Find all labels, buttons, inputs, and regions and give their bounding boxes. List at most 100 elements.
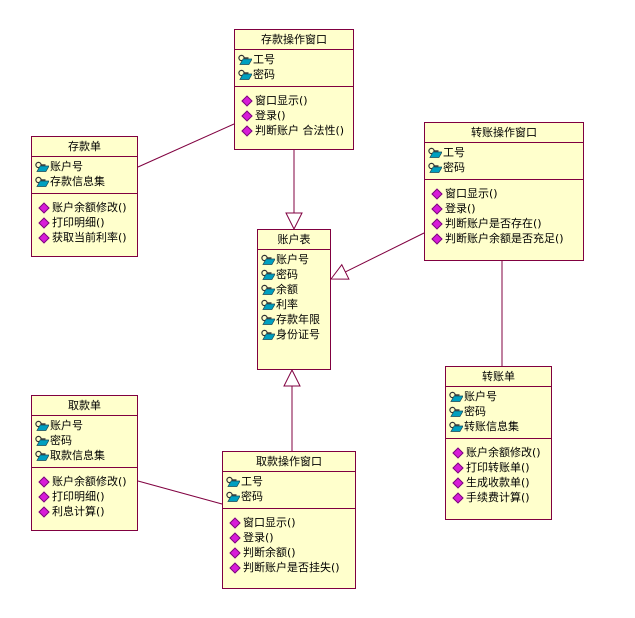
attribute-label: 密码 — [50, 434, 72, 447]
operation-row: 判断账户是否挂失() — [229, 560, 355, 575]
operation-label: 判断账户是否挂失() — [243, 561, 340, 574]
operation-label: 窗口显示() — [243, 516, 296, 529]
operation-label: 获取当前利率() — [52, 231, 127, 244]
key-attribute-icon — [35, 420, 50, 431]
association-line — [137, 123, 235, 168]
attribute-compartment: 账户号密码余额利率存款年限身份证号 — [258, 250, 330, 346]
operation-diamond-icon — [431, 232, 443, 245]
attribute-row: 工号 — [226, 474, 355, 489]
attribute-row: 利率 — [261, 297, 330, 312]
attribute-row: 密码 — [428, 160, 583, 175]
operation-row: 判断账户是否存在() — [431, 216, 583, 231]
operation-label: 打印转账单() — [466, 461, 530, 474]
class-name: 取款单 — [32, 396, 137, 416]
operation-row: 登录() — [431, 201, 583, 216]
operation-diamond-icon — [38, 216, 50, 229]
operation-row: 判断账户余额是否充足() — [431, 231, 583, 246]
operation-diamond-icon — [452, 446, 464, 459]
class-name: 取款操作窗口 — [223, 452, 355, 472]
attribute-row: 密码 — [449, 404, 551, 419]
operation-row: 登录() — [241, 108, 353, 123]
attribute-compartment: 账户号密码取款信息集 — [32, 416, 137, 468]
operation-diamond-icon — [38, 505, 50, 518]
key-attribute-icon — [226, 476, 241, 487]
attribute-label: 密码 — [443, 161, 465, 174]
attribute-label: 转账信息集 — [464, 420, 519, 433]
operation-diamond-icon — [229, 531, 241, 544]
operation-diamond-icon — [452, 491, 464, 504]
key-attribute-icon — [226, 491, 241, 502]
attribute-label: 工号 — [443, 146, 465, 159]
operation-compartment: 窗口显示()登录()判断余额()判断账户是否挂失() — [223, 509, 355, 577]
attribute-compartment: 工号密码 — [235, 50, 353, 87]
operation-diamond-icon — [229, 516, 241, 529]
attribute-row: 账户号 — [449, 389, 551, 404]
class-box-deposit-slip[interactable]: 存款单账户号存款信息集账户余额修改()打印明细()获取当前利率() — [31, 136, 138, 257]
operation-diamond-icon — [229, 561, 241, 574]
operation-row: 生成收款单() — [452, 475, 551, 490]
class-box-transfer-slip[interactable]: 转账单账户号密码转账信息集账户余额修改()打印转账单()生成收款单()手续费计算… — [445, 366, 552, 520]
attribute-row: 账户号 — [35, 418, 137, 433]
association-line — [137, 480, 223, 505]
attribute-label: 工号 — [241, 475, 263, 488]
key-attribute-icon — [35, 161, 50, 172]
operation-diamond-icon — [38, 475, 50, 488]
attribute-label: 密码 — [464, 405, 486, 418]
class-name: 转账操作窗口 — [425, 123, 583, 143]
key-attribute-icon — [428, 147, 443, 158]
key-attribute-icon — [261, 269, 276, 280]
attribute-row: 身份证号 — [261, 327, 330, 342]
key-attribute-icon — [35, 450, 50, 461]
attribute-row: 转账信息集 — [449, 419, 551, 434]
class-box-withdraw-window[interactable]: 取款操作窗口工号密码窗口显示()登录()判断余额()判断账户是否挂失() — [222, 451, 356, 589]
attribute-row: 账户号 — [261, 252, 330, 267]
attribute-label: 密码 — [276, 268, 298, 281]
operation-row: 打印转账单() — [452, 460, 551, 475]
operation-compartment: 窗口显示()登录()判断账户 合法性() — [235, 87, 353, 140]
key-attribute-icon — [238, 54, 253, 65]
attribute-compartment: 工号密码 — [223, 472, 355, 509]
attribute-row: 存款信息集 — [35, 174, 137, 189]
generalization-arrowhead — [285, 212, 303, 231]
class-name: 账户表 — [258, 230, 330, 250]
operation-row: 账户余额修改() — [38, 474, 137, 489]
attribute-row: 存款年限 — [261, 312, 330, 327]
class-box-account-table[interactable]: 账户表账户号密码余额利率存款年限身份证号 — [257, 229, 331, 370]
operation-compartment: 窗口显示()登录()判断账户是否存在()判断账户余额是否充足() — [425, 180, 583, 248]
attribute-row: 工号 — [428, 145, 583, 160]
key-attribute-icon — [35, 176, 50, 187]
operation-row: 判断账户 合法性() — [241, 123, 353, 138]
attribute-label: 存款信息集 — [50, 175, 105, 188]
operation-label: 账户余额修改() — [466, 446, 541, 459]
key-attribute-icon — [428, 162, 443, 173]
operation-row: 利息计算() — [38, 504, 137, 519]
class-name: 存款操作窗口 — [235, 30, 353, 50]
attribute-row: 密码 — [238, 67, 353, 82]
class-box-transfer-window[interactable]: 转账操作窗口工号密码窗口显示()登录()判断账户是否存在()判断账户余额是否充足… — [424, 122, 584, 261]
operation-label: 手续费计算() — [466, 491, 530, 504]
class-box-deposit-window[interactable]: 存款操作窗口工号密码窗口显示()登录()判断账户 合法性() — [234, 29, 354, 150]
operation-row: 账户余额修改() — [38, 200, 137, 215]
key-attribute-icon — [261, 329, 276, 340]
operation-diamond-icon — [241, 124, 253, 137]
operation-diamond-icon — [452, 461, 464, 474]
class-box-withdraw-slip[interactable]: 取款单账户号密码取款信息集账户余额修改() 打印明细()利息计算() — [31, 395, 138, 531]
attribute-label: 存款年限 — [276, 313, 320, 326]
operation-diamond-icon — [431, 187, 443, 200]
key-attribute-icon — [449, 406, 464, 417]
operation-label: 判断账户余额是否充足() — [445, 232, 564, 245]
operation-label: 打印明细() — [52, 490, 105, 503]
key-attribute-icon — [35, 435, 50, 446]
key-attribute-icon — [261, 284, 276, 295]
operation-label: 判断账户是否存在() — [445, 217, 542, 230]
attribute-label: 身份证号 — [276, 328, 320, 341]
operation-row: 打印明细() — [38, 489, 137, 504]
operation-label: 账户余额修改() — [52, 475, 127, 488]
operation-row: 窗口显示() — [229, 515, 355, 530]
operation-label: 打印明细() — [52, 216, 105, 229]
operation-label: 登录() — [243, 531, 274, 544]
generalization-arrowhead — [283, 368, 301, 387]
operation-label: 判断账户 合法性() — [255, 124, 345, 137]
attribute-label: 账户号 — [50, 160, 83, 173]
attribute-label: 余额 — [276, 283, 298, 296]
